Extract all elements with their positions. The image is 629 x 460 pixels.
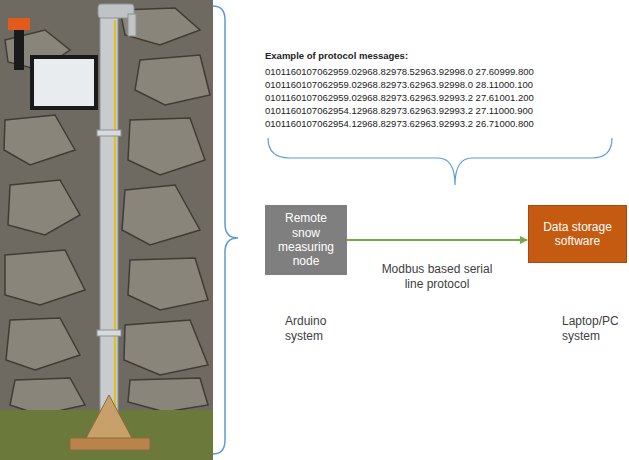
process-box: Data storage software: [528, 205, 627, 263]
bracket: [268, 138, 612, 185]
protocol-message: 0101160107062959.02968.82973.62963.92993…: [265, 92, 534, 103]
process-box: Remote snow measuring node: [265, 205, 347, 275]
wooden-base: [85, 395, 133, 440]
solar-panel-frame: [30, 55, 98, 110]
measuring-tape: [114, 20, 116, 410]
solar-panel: [34, 59, 94, 106]
system-label: Arduino system: [285, 314, 345, 344]
device-post: [14, 30, 24, 70]
pvc-pole: [100, 8, 118, 413]
bracket: [213, 6, 238, 454]
stone-wall: [0, 0, 213, 460]
node-text: Remote snow measuring node: [272, 211, 340, 269]
pole-joint: [97, 130, 121, 136]
edge-label: Modbus based serial line protocol: [373, 262, 501, 292]
wooden-plate: [70, 438, 150, 450]
device: [8, 18, 30, 30]
node-text: Data storage software: [535, 220, 620, 249]
protocol-message: 0101160107062959.02968.82973.62963.92998…: [265, 79, 533, 90]
protocol-message: 0101160107062959.02968.82978.52963.92998…: [265, 66, 534, 77]
stones: [4, 8, 210, 415]
pole-sensor: [128, 14, 136, 36]
system-label: Laptop/PC system: [562, 314, 624, 344]
protocol-message: 0101160107062954.12968.82973.62963.92993…: [265, 118, 534, 129]
data-link-arrow: [347, 239, 527, 241]
pole-joint: [97, 330, 121, 336]
protocol-message: 0101160107062954.12968.82973.62963.92993…: [265, 105, 533, 116]
heading-text: Example of protocol messages:: [265, 50, 408, 61]
